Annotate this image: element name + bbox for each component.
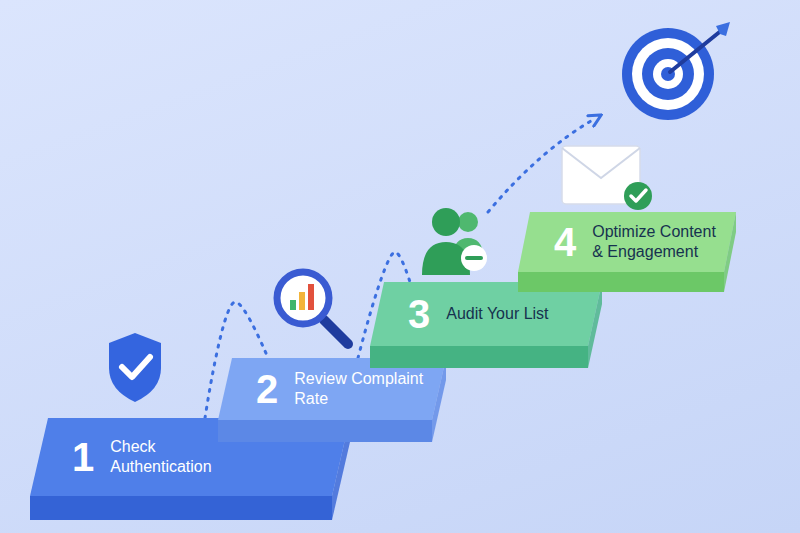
step-block: 2 Review Complaint Rate [218,358,446,442]
user-remove-icon [422,208,487,275]
step-front [370,346,588,368]
step-number: 4 [554,222,576,262]
step-front [218,420,432,442]
step-label: Check Authentication [110,437,260,477]
step-label: Audit Your List [446,304,548,324]
step-front [30,496,332,520]
step-number: 3 [408,294,430,334]
step-number: 2 [256,369,278,409]
shield-icon [109,333,161,402]
target-icon [622,22,730,120]
step-shape [370,282,602,368]
magnifier-icon [277,272,348,344]
step-label: Optimize Content & Engagement [592,222,722,262]
step-label: Review Complaint Rate [294,369,432,409]
step-side [432,358,446,442]
step-content: 4 Optimize Content & Engagement [518,212,736,272]
step-front [518,272,724,292]
step-number: 1 [72,437,94,477]
step-side [724,212,736,292]
step-top [518,212,736,272]
envelope-icon [562,146,652,210]
step-block: 3 Audit Your List [370,282,602,368]
step-side [588,282,602,368]
step-block: 4 Optimize Content & Engagement [518,212,736,292]
